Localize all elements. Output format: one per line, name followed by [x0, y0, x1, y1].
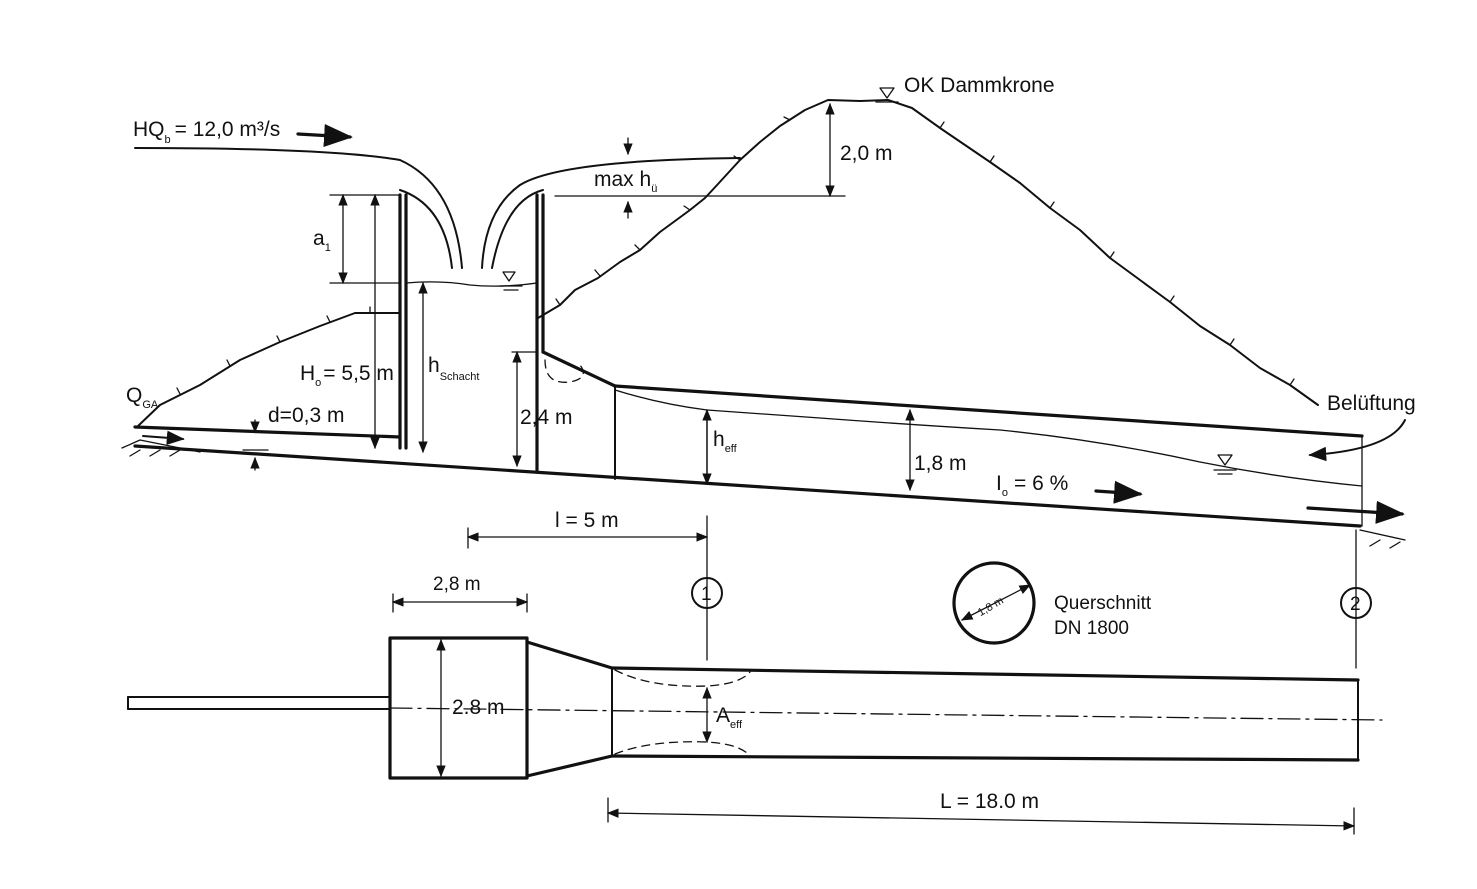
section-2-marker [1340, 587, 1372, 619]
pipe-water-surface [614, 389, 1363, 487]
left-embankment-hatching [176, 306, 371, 395]
label-a1: a1 [313, 227, 331, 254]
overflow-jet-left [134, 147, 463, 269]
transition-top [541, 350, 617, 388]
ground-right [1359, 529, 1406, 549]
label-max-overflow: max hü [594, 168, 657, 195]
channel-bottom [133, 444, 1362, 528]
pipe-plan-top [610, 666, 1360, 682]
label-section-1: 1 [701, 584, 712, 605]
label-aeff: Aeff [716, 704, 743, 731]
section-1-marker [691, 577, 723, 609]
label-slope: Io= 6 % [996, 472, 1068, 499]
inflow-arrow [296, 124, 353, 148]
ga-arrow [142, 430, 185, 445]
outflow-arrow [1306, 500, 1405, 524]
overflow-jet-left-inner [399, 189, 453, 269]
label-aeration: Belüftung [1327, 392, 1416, 415]
overflow-jet-right-outer [481, 157, 741, 269]
labels: OK Dammkrone HQb= 12,0 m³/s max hü 2,0 m… [126, 74, 1416, 813]
label-length: L = 18.0 m [940, 790, 1039, 813]
label-section-2: 2 [1350, 594, 1361, 615]
label-diameter: 1,8 m [976, 595, 1006, 619]
overflow-jet-right [491, 189, 544, 269]
dam-hatching [555, 116, 1295, 386]
dim-length [606, 808, 1356, 831]
pipe-water-level-symbol [1213, 454, 1237, 475]
label-cross-section: Querschnitt [1054, 593, 1152, 614]
left-embankment [137, 312, 401, 427]
label-h0: Ho= 5,5 m [300, 362, 394, 389]
label-24: 2,4 m [520, 406, 573, 429]
label-28-side: 2.8 m [452, 696, 505, 719]
swirl [544, 359, 584, 383]
inflow-pipe-top [133, 425, 402, 439]
ground-left [121, 439, 201, 457]
label-dam-crest: OK Dammkrone [904, 74, 1055, 97]
pipe-plan-bottom [610, 754, 1360, 762]
dam-embankment [537, 99, 1319, 406]
label-18: 1,8 m [914, 452, 967, 475]
label-inflow: HQb= 12,0 m³/s [133, 118, 280, 146]
label-qga: QGA [126, 384, 159, 411]
contraction-top [614, 669, 751, 687]
cross-section-circle [952, 561, 1036, 645]
water-level-symbol [499, 271, 523, 291]
label-heff: heff [713, 428, 738, 455]
plan-view [127, 515, 1383, 835]
label-28-top: 2,8 m [433, 574, 481, 595]
aeration-arrow [1308, 419, 1406, 462]
longitudinal-section [121, 87, 1406, 549]
label-dn: DN 1800 [1054, 618, 1129, 639]
centerline [389, 707, 1383, 721]
label-h-shaft: hSchacht [428, 354, 479, 383]
crest-level-symbol [875, 87, 899, 103]
label-freeboard: 2,0 m [840, 142, 893, 165]
label-l5: l = 5 m [555, 509, 619, 532]
slope-arrow [1094, 480, 1143, 504]
label-d: d=0,3 m [268, 404, 344, 427]
outlet-pipe-top [613, 384, 1364, 438]
contraction-bottom [614, 741, 751, 757]
